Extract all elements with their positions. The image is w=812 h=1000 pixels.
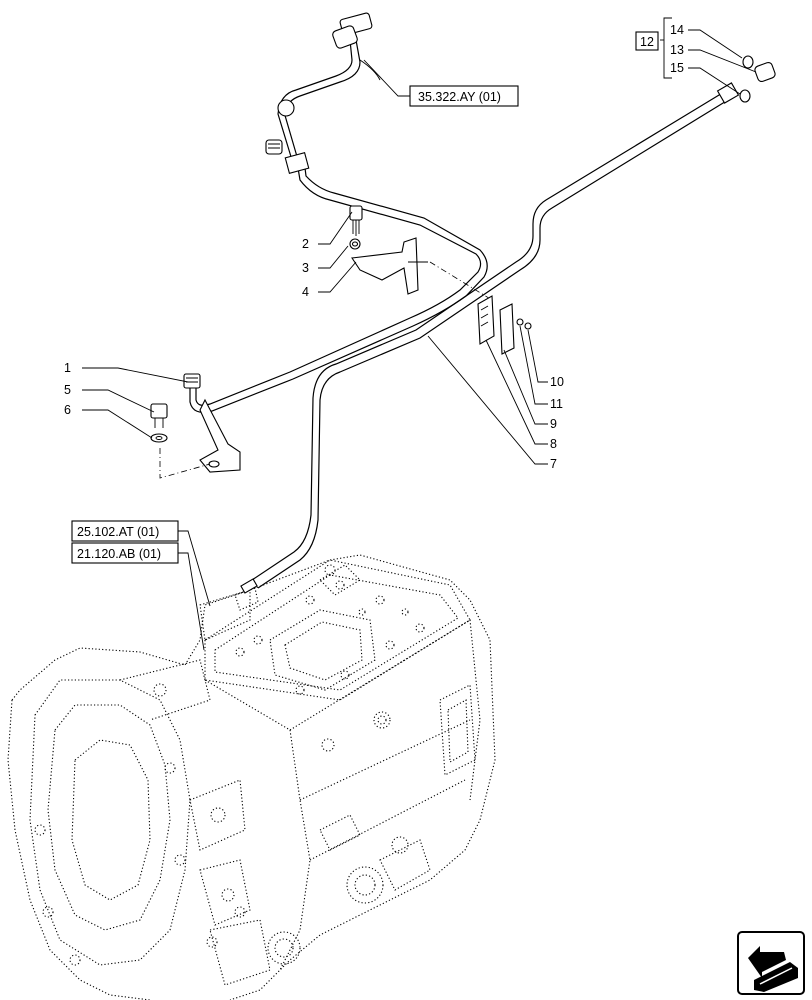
- pipe-upper-fittings: [265, 12, 381, 174]
- callout-8: 8: [550, 437, 557, 451]
- callout-1: 1: [64, 361, 71, 375]
- callout-5: 5: [64, 383, 71, 397]
- reference-boxes: 35.322.AY (01) 25.102.AT (01) 21.120.AB …: [71, 85, 519, 564]
- callout-2: 2: [302, 237, 309, 251]
- callout-11: 11: [550, 397, 563, 411]
- callout-12: 12: [640, 35, 654, 49]
- bracket-4: [349, 205, 493, 301]
- callout-7: 7: [550, 457, 557, 471]
- fitting-group-12: [716, 55, 776, 104]
- callout-15: 15: [670, 61, 684, 75]
- ref-25-102-at[interactable]: 25.102.AT (01): [77, 525, 159, 539]
- bracket-8-9: [477, 295, 532, 355]
- callout-14: 14: [670, 23, 684, 37]
- transmission-housing: [7, 554, 496, 1000]
- callout-4: 4: [302, 285, 309, 299]
- callout-labels: 1 5 6 2 3 4 10 11 9 8 7 14 13 15 12: [64, 23, 684, 471]
- bracket-lower-left: [150, 373, 241, 479]
- pipe-7: [240, 91, 729, 594]
- callout-3: 3: [302, 261, 309, 275]
- callout-6: 6: [64, 403, 71, 417]
- leader-lines: [82, 17, 757, 651]
- callout-13: 13: [670, 43, 684, 57]
- ref-21-120-ab[interactable]: 21.120.AB (01): [77, 547, 161, 561]
- back-arrow-icon[interactable]: [737, 931, 805, 995]
- callout-10: 10: [550, 375, 564, 389]
- ref-35-322-ay[interactable]: 35.322.AY (01): [418, 90, 501, 104]
- callout-9: 9: [550, 417, 557, 431]
